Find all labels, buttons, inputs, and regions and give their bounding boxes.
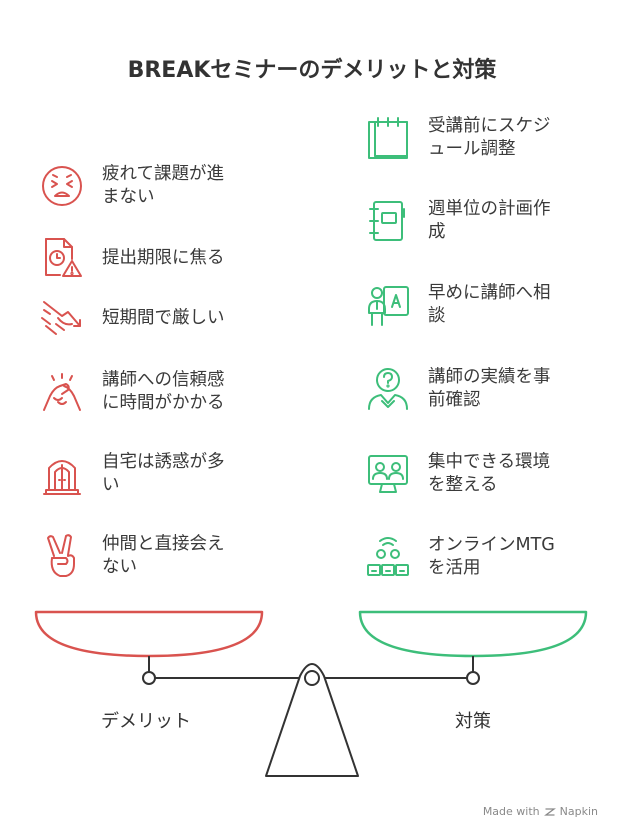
center-pivot — [304, 670, 320, 686]
left-pivot — [142, 671, 156, 685]
demerit-label: 短期間で厳しい — [102, 307, 225, 328]
online-meeting-icon — [367, 537, 409, 576]
demerit-label: 仲間と直接会え ない — [102, 534, 225, 577]
deadline-document-icon — [45, 238, 82, 277]
demerit-item: 疲れて課題が進 まない — [40, 163, 252, 209]
demerit-label: 自宅は誘惑が多 い — [102, 452, 225, 495]
video-screen-icon — [368, 455, 408, 493]
measure-label: 集中できる環境 を整える — [428, 452, 551, 495]
tired-face-icon — [42, 166, 82, 206]
home-temptation-icon — [43, 460, 81, 495]
measure-label: 受講前にスケジ ュール調整 — [428, 116, 551, 159]
demerit-label: 疲れて課題が進 まない — [102, 164, 224, 207]
measure-item: 集中できる環境 を整える — [366, 451, 578, 497]
scale-stand — [265, 663, 359, 777]
demerit-label: 講師への信頼感 に時間がかかる — [102, 370, 225, 413]
right-pan — [358, 610, 588, 658]
planner-icon — [369, 201, 405, 241]
measure-label: オンラインMTG を活用 — [428, 535, 555, 578]
measure-item: 受講前にスケジ ュール調整 — [366, 115, 578, 161]
demerit-label: 提出期限に焦る — [102, 247, 225, 268]
page-title: BREAKセミナーのデメリットと対策 — [127, 58, 497, 83]
measure-item: オンラインMTG を活用 — [366, 534, 578, 580]
demerit-item: 自宅は誘惑が多 い — [40, 451, 252, 497]
right-pivot — [466, 671, 480, 685]
falling-arrow-icon — [41, 301, 81, 335]
left-pan — [34, 610, 264, 658]
left-scale-label: デメリット — [101, 711, 191, 732]
measure-label: 週単位の計画作 成 — [428, 199, 551, 242]
handshake-icon — [43, 373, 81, 411]
credit-text: Made with — [482, 805, 540, 818]
question-person-icon — [368, 368, 408, 410]
measure-item: 早めに講師へ相 談 — [366, 282, 578, 328]
calendar-icon — [368, 117, 408, 159]
credit-brand: Napkin — [559, 805, 598, 818]
demerit-item: 仲間と直接会え ない — [40, 533, 252, 579]
demerit-item: 短期間で厳しい — [40, 296, 252, 340]
napkin-logo-icon — [543, 807, 556, 816]
demerit-item: 提出期限に焦る — [40, 236, 252, 280]
right-scale-label: 対策 — [455, 711, 491, 732]
credit: Made with Napkin — [483, 805, 598, 818]
measure-item: 週単位の計画作 成 — [366, 198, 578, 244]
measure-item: 講師の実績を事 前確認 — [366, 366, 578, 412]
peace-hand-icon — [47, 534, 75, 577]
teacher-board-icon — [368, 286, 409, 326]
measure-label: 講師の実績を事 前確認 — [428, 367, 551, 410]
demerit-item: 講師への信頼感 に時間がかかる — [40, 369, 252, 415]
measure-label: 早めに講師へ相 談 — [428, 283, 551, 326]
